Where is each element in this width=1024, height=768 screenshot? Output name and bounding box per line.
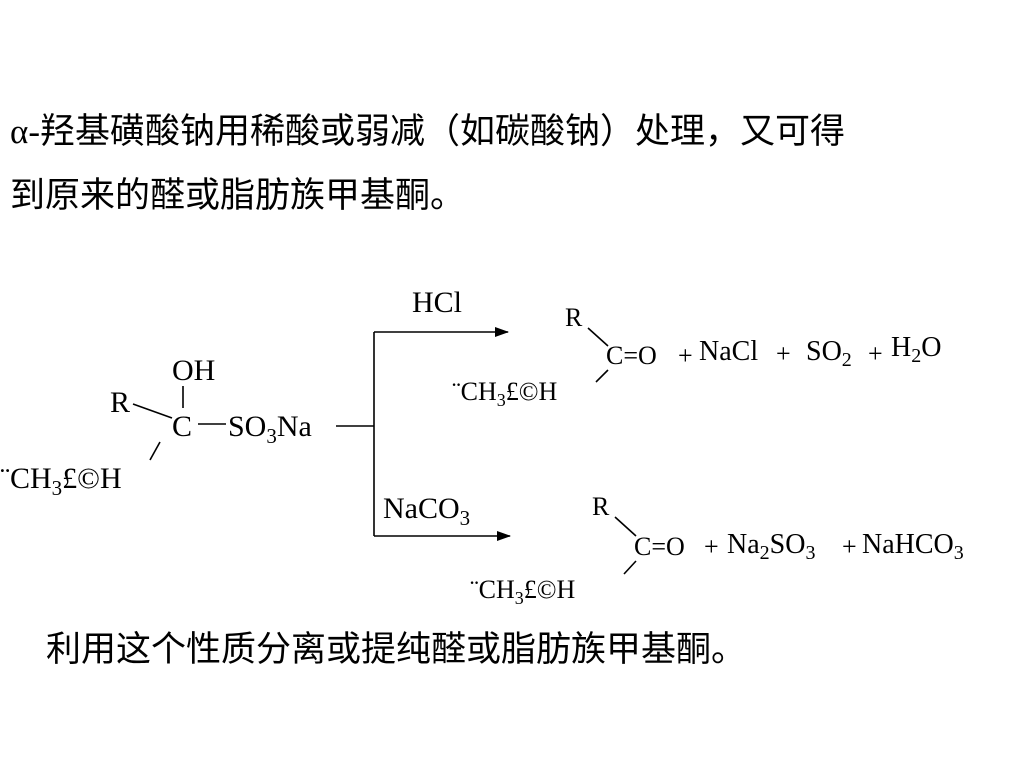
reactant-so3na: SO3Na — [228, 410, 312, 448]
intro-line-2: 到原来的醛或脂肪族甲基酮。 — [10, 176, 466, 215]
reagent-naco3: NaCO3 — [383, 492, 470, 530]
product-top-bond-r — [587, 327, 609, 347]
reactant-bond-h — [149, 441, 161, 461]
product-bottom-carbonyl: C=O — [634, 532, 685, 561]
product-top-h-group: ¨CH3£©H — [452, 377, 558, 410]
product-bottom-h-group: ¨CH3£©H — [470, 575, 576, 608]
reactant-c-label: C — [172, 410, 192, 443]
product-bottom-plus-2: + — [842, 532, 857, 561]
product-bottom-nahco3: NaHCO3 — [862, 529, 964, 564]
product-top-plus-2: + — [776, 339, 791, 368]
reagent-hcl: HCl — [412, 286, 462, 319]
product-top: R C=O ¨CH3£©H + NaCl + SO2 + H2O — [452, 303, 941, 410]
reactant-oh-label: OH — [172, 354, 215, 387]
product-bottom-plus-1: + — [704, 532, 719, 561]
reactant-h-group: ¨CH3£©H — [0, 462, 122, 500]
product-bottom-bond-h — [623, 560, 637, 575]
product-top-h2o: H2O — [891, 332, 941, 367]
reactant-bond-r — [132, 403, 173, 419]
product-bottom-bond-r — [614, 516, 637, 537]
product-top-r-label: R — [565, 303, 583, 332]
product-bottom-na2so3: Na2SO3 — [727, 529, 815, 564]
product-top-so2: SO2 — [806, 336, 852, 371]
reactant-r-label: R — [110, 386, 130, 419]
product-top-plus-1: + — [678, 341, 693, 370]
reaction-arrows: HCl NaCO3 — [336, 286, 511, 541]
product-top-bond-h — [595, 369, 609, 383]
intro-line-1: α-羟基磺酸钠用稀酸或弱减（如碳酸钠）处理，又可得 — [10, 112, 845, 151]
product-top-nacl: NaCl — [699, 336, 758, 367]
product-top-plus-3: + — [868, 339, 883, 368]
conclusion-text: 利用这个性质分离或提纯醛或脂肪族甲基酮。 — [46, 630, 747, 669]
intro-paragraph: α-羟基磺酸钠用稀酸或弱减（如碳酸钠）处理，又可得 到原来的醛或脂肪族甲基酮。 — [10, 100, 970, 228]
product-bottom: R C=O ¨CH3£©H + Na2SO3 + NaHCO3 — [470, 492, 964, 608]
reactant-structure: OH R C SO3Na ¨CH3£©H — [0, 354, 312, 500]
product-bottom-r-label: R — [592, 492, 610, 521]
product-top-carbonyl: C=O — [606, 341, 657, 370]
